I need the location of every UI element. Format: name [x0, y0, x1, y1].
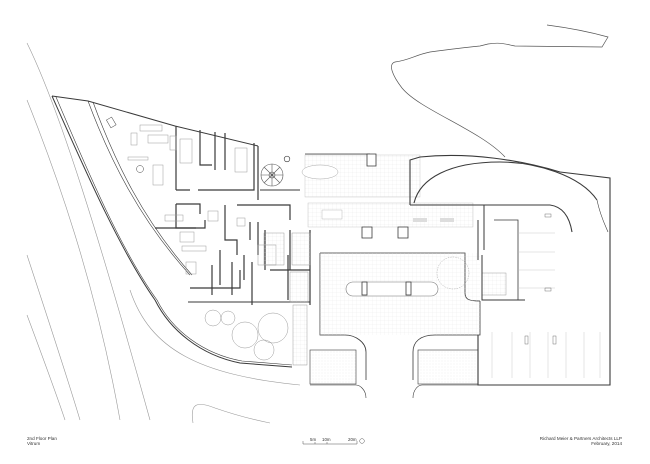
- project-name: Vitrum: [27, 441, 41, 447]
- trees: [204, 309, 289, 361]
- drawing-date: February, 2014: [591, 441, 622, 447]
- scale-tick-10m: 10m: [322, 437, 331, 442]
- parking-stalls: [491, 213, 601, 378]
- credit-block: Richard Meier & Partners Architects LLP …: [540, 436, 622, 446]
- spiral-stair: [260, 155, 300, 191]
- stairs: [263, 232, 507, 366]
- furniture-west: [106, 116, 277, 275]
- scale-tick-20m: 20m: [348, 437, 357, 442]
- architect-name: Richard Meier & Partners Architects LLP: [539, 436, 622, 441]
- drawing-title: 2nd Floor Plan: [27, 436, 57, 441]
- site-road-lines: [26, 42, 301, 421]
- walls-west: [155, 126, 311, 305]
- central-plaza: [301, 153, 481, 380]
- shoreline: [391, 24, 609, 158]
- bottom-landscape-curve: [191, 404, 271, 424]
- parking-garage: [409, 154, 611, 386]
- title-block: 2nd Floor Plan Vitrum: [27, 436, 57, 446]
- scale-bar-graphic: [302, 438, 365, 445]
- planters: [309, 349, 480, 399]
- building-outline-west: [51, 95, 293, 368]
- scale-tick-5m: 5m: [310, 437, 317, 442]
